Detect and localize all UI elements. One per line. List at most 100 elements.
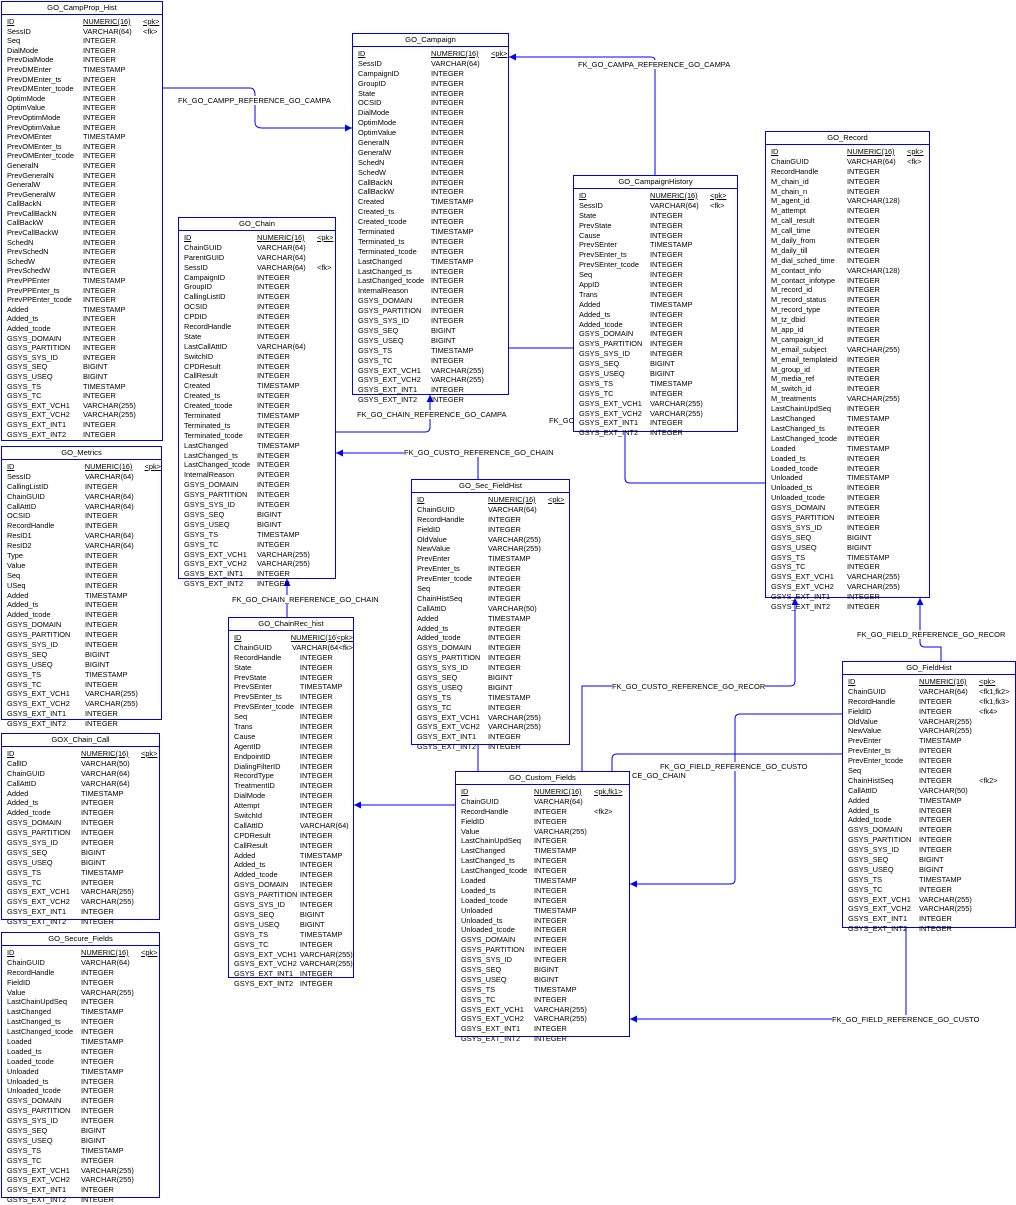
link-field-chain — [611, 753, 842, 771]
column-name: LastChanged — [184, 440, 228, 450]
column-name: ChainGUID — [848, 686, 886, 696]
column-name: ID — [417, 495, 425, 504]
column-name: FieldID — [417, 524, 441, 534]
link-label: FK_GO_FIELD_REFERENCE_GO_RECOR — [857, 630, 1006, 639]
column-name: ChainGUID — [234, 642, 272, 652]
column-type: BIGINT — [488, 682, 513, 692]
column-name: GSYS_SEQ — [7, 1126, 48, 1136]
column-type: VARCHAR(255) — [847, 344, 900, 354]
column-name: Added — [7, 788, 29, 798]
column-name: GSYS_DOMAIN — [417, 643, 472, 653]
column-type: NUMERIC(16) — [257, 233, 305, 242]
column-name: Seq — [234, 712, 248, 722]
column-name: FieldID — [7, 977, 31, 987]
column-name: M_app_id — [771, 325, 804, 335]
column-type: NUMERIC(16) — [81, 948, 129, 957]
column-name: PrevOMEnter_tcode — [7, 151, 74, 161]
column-key: <pk> — [979, 677, 996, 686]
column-type: INTEGER — [81, 808, 114, 818]
column-name: ChainHistSeq — [848, 775, 894, 785]
column-type: TIMESTAMP — [534, 984, 577, 994]
column-type: TIMESTAMP — [431, 197, 474, 207]
column-name: ChainGUID — [771, 156, 809, 166]
column-name: Added_tcode — [417, 633, 461, 643]
column-type: NUMERIC(16) — [431, 49, 479, 58]
column-type: INTEGER — [83, 314, 116, 324]
column-name: RecordHandle — [184, 322, 232, 332]
column-name: RecordHandle — [848, 696, 896, 706]
link-label: FK_GO — [549, 416, 575, 425]
column-name: GSYS_EXT_VCH1 — [461, 1004, 524, 1014]
column-name: Terminated_ts — [358, 236, 405, 246]
column-name: Added — [7, 590, 29, 600]
column-name: Seq — [848, 766, 862, 776]
column-name: ChainGUID — [461, 796, 499, 806]
column-type: INTEGER — [847, 404, 880, 414]
column-type: INTEGER — [847, 206, 880, 216]
column-type: TIMESTAMP — [650, 240, 693, 250]
column-type: VARCHAR(255) — [650, 408, 703, 418]
column-name: Created_ts — [358, 207, 395, 217]
column-type: INTEGER — [299, 840, 333, 850]
column-type: TIMESTAMP — [488, 613, 531, 623]
column-type: INTEGER — [83, 180, 116, 190]
column-name: Loaded — [461, 876, 486, 886]
column-key: <pk> — [143, 17, 160, 26]
column-type: INTEGER — [83, 391, 116, 401]
column-type: INTEGER — [81, 798, 114, 808]
column-type: INTEGER — [299, 692, 333, 702]
column-type: VARCHAR(255) — [431, 365, 484, 375]
column-name: LastChanged_ts — [184, 450, 238, 460]
column-name: M_record_type — [771, 305, 821, 315]
column-name: NewValue — [417, 544, 451, 554]
column-name: GSYS_DOMAIN — [184, 480, 239, 490]
column-name: GSYS_PARTITION — [771, 512, 835, 522]
column-type: INTEGER — [81, 1086, 114, 1096]
column-name: M_campaign_id — [771, 334, 824, 344]
column-type: VARCHAR(64) — [83, 26, 132, 36]
column-type: VARCHAR(255) — [85, 689, 138, 699]
